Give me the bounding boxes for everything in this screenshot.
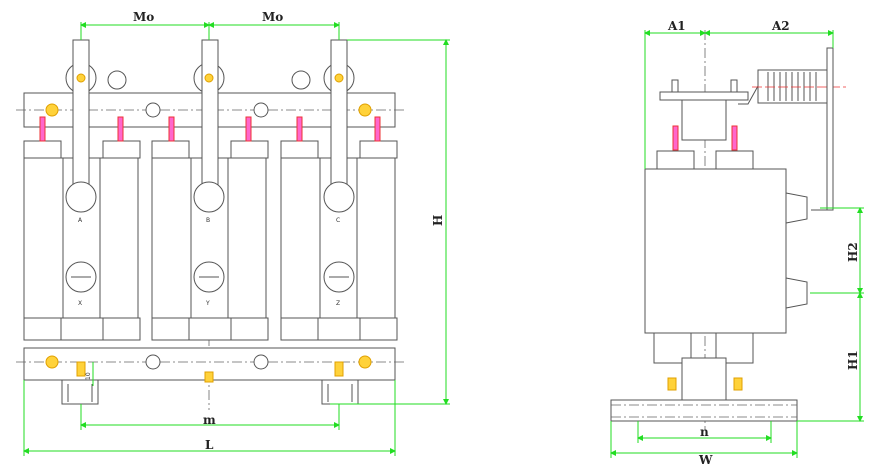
dim-a2: A2	[771, 19, 790, 33]
dim-w: W	[698, 453, 713, 467]
phase-label-z: Z	[336, 300, 340, 307]
dim-n: n	[700, 425, 709, 439]
dim-a1: A1	[667, 19, 686, 33]
foot-left	[61, 380, 99, 405]
front-view: A B C X Y Z Mo Mo H m L 10	[16, 10, 450, 456]
dim-h: H	[431, 215, 445, 226]
top-clamp	[659, 91, 749, 101]
side-view: A1 A2 H2 H1 n W	[610, 19, 864, 467]
front-dimensions	[23, 22, 450, 456]
phase-label-y: Y	[205, 300, 210, 307]
phase-label-c: C	[336, 217, 340, 224]
dim-l: L	[205, 438, 214, 452]
dim-mo-left: Mo	[133, 10, 154, 24]
coil-phase-c	[280, 140, 398, 341]
dim-m: m	[203, 413, 216, 427]
tap-block-lower	[785, 277, 808, 309]
coil-phase-a	[23, 140, 141, 341]
dim-bolt: 10	[85, 372, 92, 380]
hv-bushing	[738, 47, 846, 211]
foot-right	[321, 380, 359, 405]
coil-body	[644, 168, 787, 334]
dim-h2: H2	[846, 242, 860, 262]
side-dimensions	[610, 30, 864, 458]
tap-block-upper	[785, 192, 808, 224]
dim-mo-right: Mo	[262, 10, 283, 24]
dim-h1: H1	[846, 350, 860, 370]
phase-label-x: X	[78, 300, 82, 307]
phase-label-a: A	[78, 217, 83, 224]
base	[610, 399, 798, 422]
phase-label-b: B	[206, 217, 210, 224]
